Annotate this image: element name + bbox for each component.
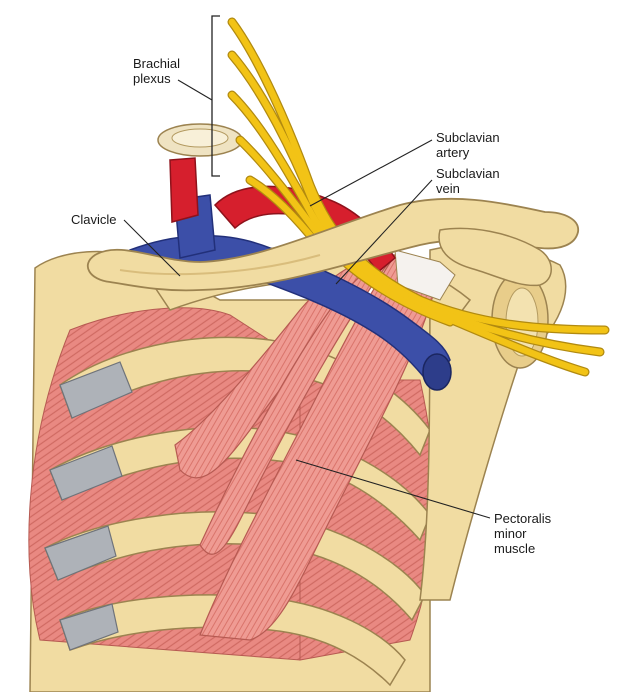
leader-subclavian-vein xyxy=(335,179,433,285)
pectoralis-minor-muscle xyxy=(174,249,456,641)
brachial-plexus-bracket xyxy=(211,15,220,177)
acromion xyxy=(438,227,552,287)
costal-cartilage xyxy=(44,361,133,651)
leader-lines xyxy=(123,79,491,519)
subclavian-vein-label: Subclavian vein xyxy=(436,166,500,196)
clavicle-label: Clavicle xyxy=(71,212,117,227)
leader-clavicle xyxy=(123,219,181,277)
clavicle xyxy=(86,197,579,292)
brachial-plexus-label: Brachial plexus xyxy=(133,56,180,86)
leader-pectoralis-minor xyxy=(295,459,491,519)
leader-brachial-plexus xyxy=(177,79,213,101)
common-carotid xyxy=(169,157,199,223)
pectoralis-minor-label: Pectoralis minor muscle xyxy=(494,511,552,556)
leader-subclavian-artery xyxy=(309,139,433,207)
subclavian-artery-label: Subclavian artery xyxy=(436,130,500,160)
